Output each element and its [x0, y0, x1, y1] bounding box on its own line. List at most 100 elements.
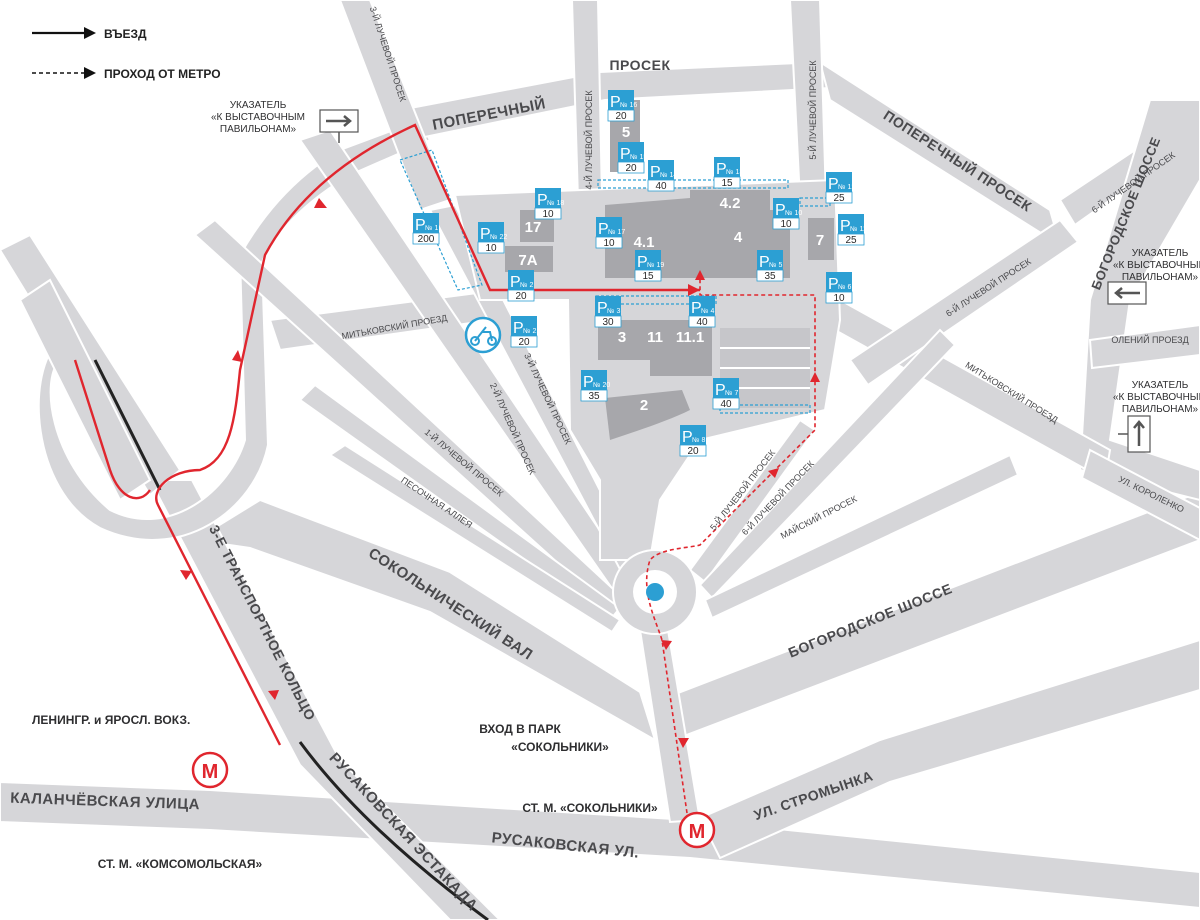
road-korolenko [1080, 448, 1200, 542]
sign-right-middle: УКАЗАТЕЛЬ «К ВЫСТАВОЧНЫМ ПАВИЛЬОНАМ» [1107, 248, 1200, 305]
road-sokolnichesky-val [192, 498, 657, 743]
parking-icon [535, 188, 561, 208]
parking-icon [635, 250, 661, 270]
parking-number: № 6 [838, 284, 851, 291]
parking-p-glyph: P [415, 217, 426, 234]
building-7a-label: 7А [518, 252, 537, 269]
label-vokzal: ЛЕНИНГР. и ЯРОСЛ. ВОКЗ. [32, 713, 190, 727]
parking-number: № 16 [620, 102, 637, 109]
legend-walk-label: ПРОХОД ОТ МЕТРО [104, 67, 221, 81]
label-luch6-mid: 6-Й ЛУЧЕВОЙ ПРОСЕК [943, 255, 1033, 319]
parking-icon [595, 296, 621, 316]
metro-letter-left: М [202, 761, 219, 783]
parking-p-glyph: P [715, 382, 726, 399]
legend-entry-label: ВЪЕЗД [104, 27, 147, 41]
building-17-label: 17 [525, 219, 542, 236]
metro-icon: М [191, 751, 229, 789]
road-lower-radial [328, 443, 622, 634]
parking-p-glyph: P [650, 164, 661, 181]
parking-number: № 19 [647, 262, 664, 269]
parking-icon [511, 316, 537, 336]
parking-icon [596, 217, 622, 237]
parking-capacity: 25 [845, 235, 857, 246]
label-luch4: 4-Й ЛУЧЕВОЙ ПРОСЕК [583, 90, 594, 190]
route-arrow-3 [232, 350, 242, 362]
road-majsky [703, 453, 1020, 620]
parking-capacity: 20 [515, 291, 527, 302]
building-11-1-label: 11.1 [676, 329, 704, 346]
parking-p-glyph: P [610, 94, 621, 111]
walk-arrow-5 [695, 270, 705, 280]
building-5-label: 5 [622, 124, 630, 141]
road-bogorodskoe-right [1078, 99, 1200, 502]
parking-icon [508, 270, 534, 290]
routes [73, 123, 820, 821]
parking-icon [826, 172, 852, 192]
parking-number: № 21 [523, 328, 540, 335]
metro-icon: М [678, 811, 716, 849]
route-walk-metro [645, 280, 816, 821]
parking-capacity: 20 [615, 111, 627, 122]
parking-icon [618, 142, 644, 162]
label-kalanch: КАЛАНЧЁВСКАЯ УЛИЦА [10, 790, 200, 814]
parking-icon [680, 425, 706, 445]
route-arrow-4 [180, 570, 192, 580]
route-arrow-1 [688, 284, 700, 296]
parking-capacity: 15 [642, 271, 654, 282]
parking-icon [826, 272, 852, 292]
building-2-label: 2 [640, 397, 648, 414]
parking-zone-1 [399, 149, 483, 291]
parking-p-glyph: P [510, 274, 521, 291]
parking-p-glyph: P [828, 176, 839, 193]
parking-icon [713, 378, 739, 398]
sign-rl-3: ПАВИЛЬОНАМ» [1122, 404, 1199, 415]
parking-number: № 15 [630, 154, 647, 161]
building-3-11 [598, 320, 712, 376]
parking-capacity: 20 [518, 337, 530, 348]
parking-p-glyph: P [537, 192, 548, 209]
parking-capacity: 35 [764, 271, 776, 282]
parking-p-glyph: P [637, 254, 648, 271]
motorcycle-parking-icon [464, 316, 502, 354]
route-entry-ramp [73, 359, 151, 500]
parking-capacity: 40 [655, 181, 667, 192]
sign-tl-3: ПАВИЛЬОНАМ» [220, 124, 297, 135]
estakada-line [298, 741, 489, 920]
parking-capacity: 10 [485, 243, 497, 254]
parking-capacity: 25 [833, 193, 845, 204]
parking-icon [608, 90, 634, 110]
sign-rm-1: УКАЗАТЕЛЬ [1132, 248, 1189, 259]
parking-number: № 8 [692, 437, 705, 444]
parking-p-glyph: P [682, 429, 693, 446]
parking-icon [689, 296, 715, 316]
label-st-komsomolskaya: СТ. М. «КОМСОМОЛЬСКАЯ» [98, 857, 263, 871]
parking-p-glyph: P [597, 300, 608, 317]
walk-arrow-3 [768, 468, 779, 478]
parking-capacity: 10 [780, 219, 792, 230]
parking-capacity: 35 [588, 391, 600, 402]
sign-rl-2: «К ВЫСТАВОЧНЫМ [1113, 392, 1200, 403]
parking-number: № 1 [425, 225, 438, 232]
road-ttk [148, 479, 502, 920]
parking-number: № 5 [769, 262, 782, 269]
parking-number: № 22 [490, 234, 507, 241]
building-2 [605, 390, 690, 440]
road-olenij [1088, 323, 1200, 370]
road-mitkovsky-right [833, 298, 1112, 482]
label-poperechny-right: ПОПЕРЕЧНЫЙ ПРОСЕК [881, 106, 1036, 215]
parking-capacity: 15 [721, 178, 733, 189]
parking-icon [413, 213, 439, 233]
parking-capacity: 10 [542, 209, 554, 220]
parking-p-glyph: P [620, 146, 631, 163]
